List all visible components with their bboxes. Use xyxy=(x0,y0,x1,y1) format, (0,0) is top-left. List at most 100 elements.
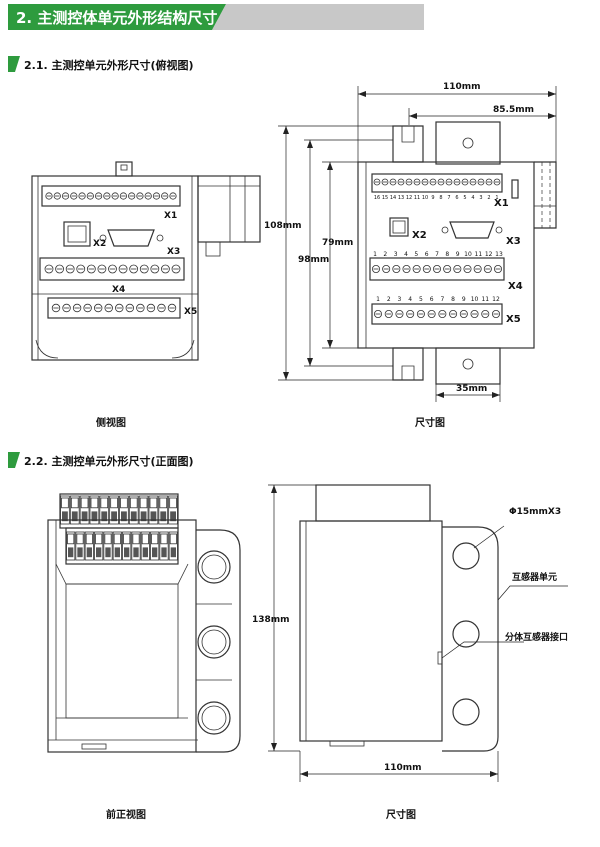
pin-number: 12 xyxy=(406,195,412,201)
front-main-body xyxy=(47,519,197,753)
section1-title: 2.1. 主测控单元外形尺寸(俯视图) xyxy=(24,58,194,72)
dim-79-label: 79mm xyxy=(322,238,353,248)
header-bar: 2. 主测控体单元外形结构尺寸 xyxy=(8,4,424,30)
front-mid-cell xyxy=(112,531,122,561)
dim-label-x5: X5 xyxy=(506,314,521,325)
dim-x5-screw xyxy=(491,309,500,318)
dim-855-arrow-left xyxy=(409,113,417,119)
front-top-cell-top xyxy=(149,497,158,509)
fdim-ct-hole-3 xyxy=(452,698,480,726)
side-x1-screw xyxy=(111,192,119,200)
fdim-bottom-slot xyxy=(329,740,365,747)
dim-x1-screw xyxy=(413,178,421,186)
pin-number: 5 xyxy=(419,296,423,303)
dim-35-arrow-right xyxy=(492,392,500,398)
front-bottom-slot xyxy=(81,743,107,750)
side-x1-screw xyxy=(61,192,70,200)
dim-x2-port-inner xyxy=(392,220,406,234)
pin-number: 14 xyxy=(390,195,396,201)
side-x4-pins xyxy=(44,264,181,274)
dim-x1-screw xyxy=(485,178,493,186)
front-mid-cell xyxy=(122,531,132,561)
front-mid-cell-top xyxy=(113,533,121,545)
front-body-panel xyxy=(65,583,179,719)
side-x1-screw xyxy=(169,192,177,200)
side-label-x1: X1 xyxy=(164,211,177,221)
fdim-110-arrow-left xyxy=(300,771,308,777)
front-top-cell-top xyxy=(139,497,148,509)
side-view-drawing: X1 X2 X3 X4 X5 侧视图 xyxy=(31,161,261,429)
front-ct-hole-1-inner xyxy=(201,554,227,580)
front-top-cell-fill xyxy=(121,511,127,522)
front-mid-cell xyxy=(159,531,169,561)
front-top-cell-top xyxy=(120,497,128,509)
fdim-138-arrow-top xyxy=(271,485,277,493)
side-x5-screw xyxy=(157,303,166,313)
side-x5-screw xyxy=(51,303,61,313)
fdim-110-label: 110mm xyxy=(384,763,422,773)
dim-x4-screw xyxy=(392,264,401,273)
dim-x4-screw xyxy=(371,264,380,273)
side-view-caption: 侧视图 xyxy=(96,416,126,429)
fdim-hole-label: Φ15mmX3 xyxy=(509,507,561,517)
front-top-cell-top xyxy=(159,497,168,509)
pin-number: 3 xyxy=(394,251,398,258)
dim-x5-screw xyxy=(416,309,425,318)
front-top-cell xyxy=(109,495,119,525)
dim-110-label: 110mm xyxy=(443,82,481,92)
dim-98-arrow-bottom xyxy=(307,358,313,366)
front-dimension-drawing: Φ15mmX3 互感器单元 分体互感器接口 138mm 110mm 尺寸图 xyxy=(252,484,568,821)
pin-number: 10 xyxy=(422,195,428,201)
dim-x4-screw xyxy=(453,264,462,273)
pin-number: 12 xyxy=(492,296,500,303)
dim-855-arrow-right xyxy=(548,113,556,119)
front-top-cell xyxy=(168,495,178,525)
dim-98-arrow-top xyxy=(307,140,313,148)
dim-view-caption: 尺寸图 xyxy=(415,416,445,429)
front-mid-cell-top xyxy=(132,533,140,545)
pin-number: 2 xyxy=(487,195,490,201)
side-x4-screw xyxy=(65,264,75,274)
dim-x4-screw xyxy=(422,264,431,273)
front-top-cell-top xyxy=(169,497,177,509)
front-view-drawing: 前正视图 xyxy=(47,493,241,821)
dim-x5-screw xyxy=(438,309,447,318)
fdim-ct-port-label: 分体互感器接口 xyxy=(505,631,568,643)
side-x1-screw xyxy=(78,192,86,200)
side-top-connector xyxy=(115,161,133,177)
front-mid-cell-fill xyxy=(142,547,148,558)
side-x5-screw xyxy=(62,303,71,313)
front-mid-cell-top xyxy=(141,533,149,545)
dim-x1-screw xyxy=(381,178,389,186)
pin-number: 4 xyxy=(404,251,408,258)
fdim-top-block xyxy=(315,484,431,522)
front-mid-cell-top xyxy=(104,533,112,545)
dim-x5-screw xyxy=(481,309,490,318)
side-right-protrusion xyxy=(197,175,261,243)
dim-x4-screw xyxy=(473,264,482,273)
section2-heading: 2.2. 主测控单元外形尺寸(正面图) xyxy=(8,452,194,468)
fdim-ct-panel xyxy=(442,526,499,752)
fdim-hole-leader xyxy=(473,525,505,549)
dim-x1-tab xyxy=(511,179,519,199)
dim-110-arrow-right xyxy=(548,91,556,97)
pin-number: 7 xyxy=(447,195,450,201)
front-top-cell-fill xyxy=(91,511,98,522)
fdim-ct-hole-1 xyxy=(452,542,480,570)
dim-108-label: 108mm xyxy=(264,221,302,231)
dim-x1-screw xyxy=(461,178,469,186)
dim-x1-screw xyxy=(437,178,445,186)
front-terminal-top-cells xyxy=(60,495,178,525)
side-x5-strip xyxy=(47,297,181,319)
front-mid-cell xyxy=(94,531,104,561)
front-top-cell-top xyxy=(129,497,138,509)
side-x4-screw xyxy=(171,264,181,274)
front-top-cell xyxy=(138,495,149,525)
dim-x1-screw xyxy=(373,178,381,186)
front-top-cell-fill xyxy=(62,511,68,522)
dim-x1-screw xyxy=(445,178,453,186)
side-x1-screw xyxy=(45,192,53,200)
dim-x5-screw xyxy=(459,309,468,318)
